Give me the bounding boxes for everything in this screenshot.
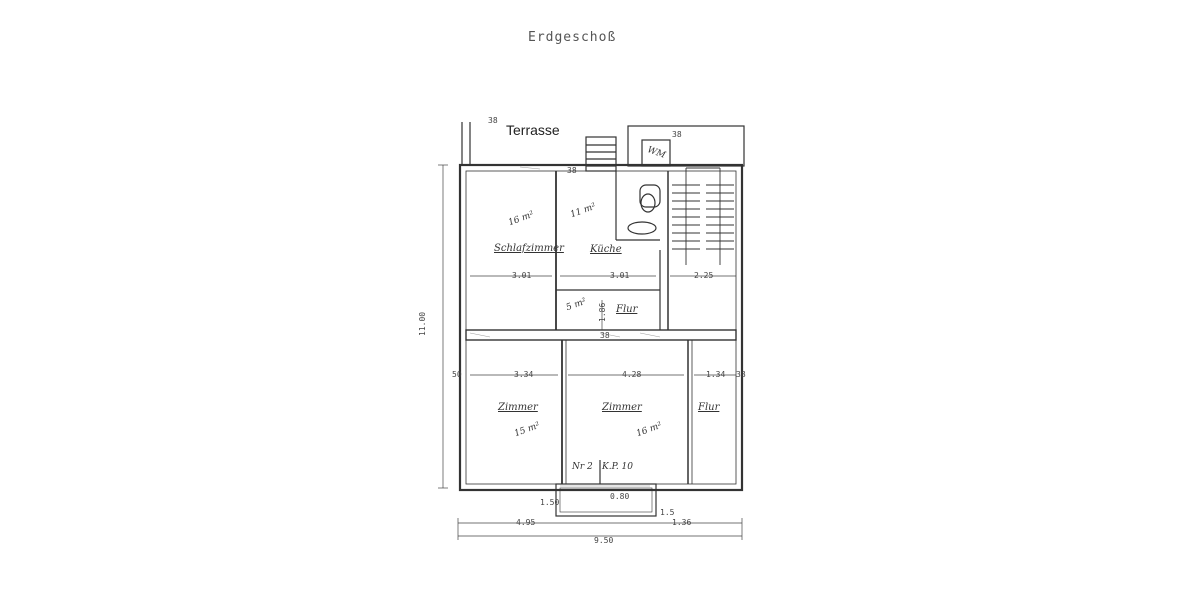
dim-left-wall: 50 (452, 370, 462, 379)
room-label-flur-right: Flur (698, 402, 720, 413)
dim-flur-height: 1.86 (598, 302, 607, 322)
room-label-schlafzimmer: Schlafzimmer (494, 243, 564, 254)
room-label-zimmer-left: Zimmer (498, 402, 538, 413)
dim-flur-right-width: 1.34 (706, 370, 726, 379)
dim-terrace-wall: 38 (488, 116, 498, 125)
dim-mid-top: 38 (567, 166, 577, 175)
dim-balcony-right: 1.5 (660, 508, 675, 517)
dim-stair-top: 38 (672, 130, 682, 139)
plan-title: Erdgeschoß (528, 30, 617, 45)
terrace-label: Terrasse (506, 122, 560, 138)
dim-kueche-width: 3.01 (610, 271, 630, 280)
dim-balcony-depth: 1.50 (540, 498, 560, 507)
dim-bottom-right: 1.36 (672, 518, 692, 527)
dim-bottom-left: 4.95 (516, 518, 536, 527)
room-label-kueche: Küche (590, 244, 622, 255)
dim-total-width: 9.50 (594, 536, 614, 545)
balcony-label-left: Nr 2 (572, 462, 593, 472)
dim-schlafzimmer-width: 3.01 (512, 271, 532, 280)
room-label-zimmer-mid: Zimmer (602, 402, 642, 413)
dim-zimmer-mid-width: 4.28 (622, 370, 642, 379)
balcony-label-right: K.P. 10 (602, 462, 633, 472)
room-label-flur-upper: Flur (616, 304, 638, 315)
dim-right-wall: 38 (736, 370, 746, 379)
dim-flur-wall: 38 (600, 331, 610, 340)
dim-zimmer-left-width: 3.34 (514, 370, 534, 379)
dim-stair-width: 2.25 (694, 271, 714, 280)
dim-total-height: 11.00 (418, 311, 427, 336)
dim-balcony-mid: 0.80 (610, 492, 630, 501)
